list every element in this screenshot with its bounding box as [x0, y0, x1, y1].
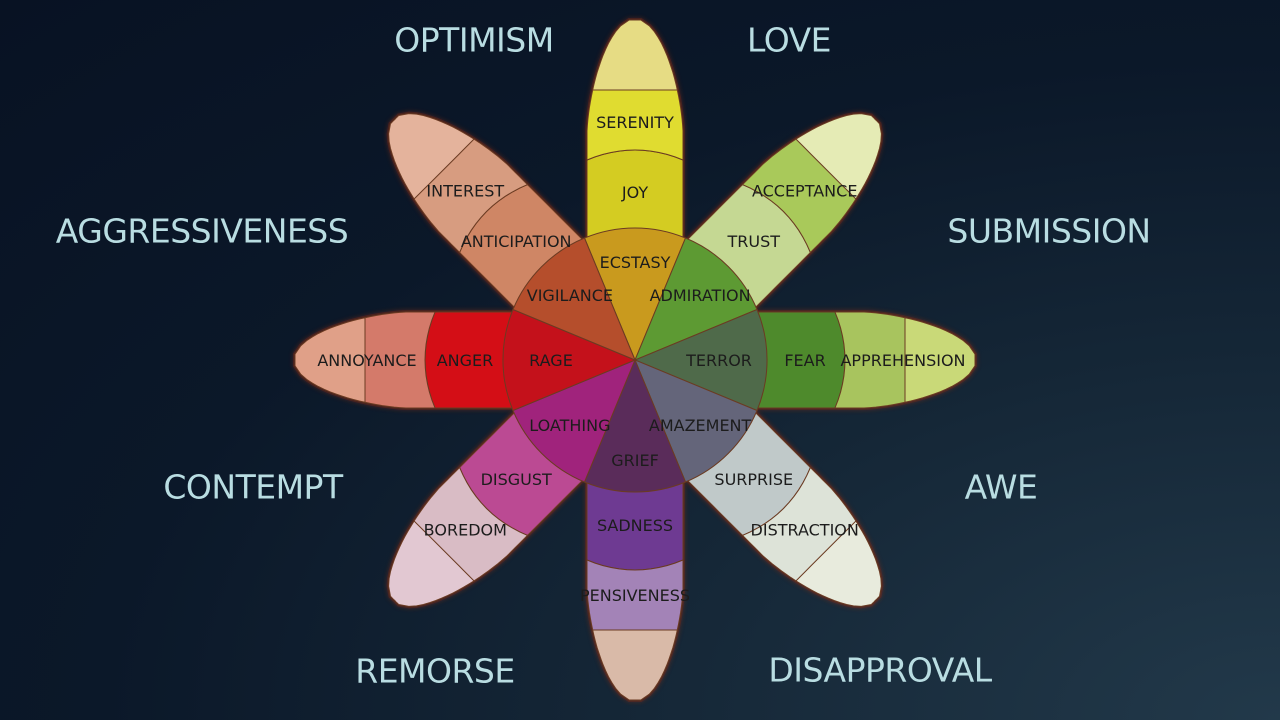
label-intense-surprise: AMAZEMENT: [649, 416, 752, 435]
label-mild-anger: ANNOYANCE: [317, 351, 416, 370]
petal-anticipation: [386, 111, 602, 327]
label-basic-disgust: DISGUST: [481, 470, 552, 489]
label-intense-joy: ECSTASY: [600, 253, 671, 272]
core-wedge-anger[interactable]: [502, 308, 637, 412]
dyad-submission: SUBMISSION: [947, 211, 1151, 251]
petal-fear: [733, 310, 977, 410]
label-mild-trust: ACCEPTANCE: [752, 181, 858, 200]
dyad-awe: AWE: [964, 467, 1038, 507]
label-basic-joy: JOY: [621, 183, 648, 202]
label-intense-trust: ADMIRATION: [650, 286, 751, 305]
dyad-optimism: OPTIMISM: [394, 20, 554, 60]
label-intense-fear: TERROR: [685, 351, 752, 370]
label-basic-sadness: SADNESS: [597, 516, 673, 535]
label-intense-sadness: GRIEF: [611, 451, 659, 470]
petal-tip-fear: [904, 317, 976, 403]
dyad-remorse: REMORSE: [355, 651, 515, 691]
petal-tip-surprise: [795, 520, 882, 607]
dyad-disapproval: DISAPPROVAL: [768, 650, 992, 690]
core-wedge-disgust[interactable]: [512, 359, 636, 483]
label-intense-anger: RAGE: [529, 351, 573, 370]
core-wedge-surprise[interactable]: [634, 359, 758, 483]
dyad-aggressiveness: AGGRESSIVENESS: [55, 211, 349, 251]
label-mild-surprise: DISTRACTION: [751, 521, 859, 540]
petal-trust: [668, 111, 884, 327]
petal-tip-trust: [795, 113, 882, 200]
label-intense-anticipation: VIGILANCE: [527, 286, 613, 305]
labels-layer: ECSTASY JOY SERENITY ADMIRATION TRUST ACCEPTA…: [317, 113, 965, 605]
label-basic-fear: FEAR: [784, 351, 825, 370]
petal-surprise: [668, 393, 884, 609]
core-wedge-fear[interactable]: [633, 308, 768, 412]
petal-tip-anger: [294, 317, 366, 403]
petals-layer: [293, 18, 977, 702]
core-wedge-joy[interactable]: [583, 227, 687, 362]
petal-sadness: [585, 458, 685, 702]
dyad-contempt: CONTEMPT: [163, 467, 343, 507]
label-mild-joy: SERENITY: [596, 113, 674, 132]
label-basic-anger: ANGER: [437, 351, 494, 370]
core-wedge-sadness[interactable]: [583, 358, 687, 493]
petal-tip-disgust: [388, 520, 475, 607]
petal-tip-anticipation: [388, 113, 475, 200]
label-intense-disgust: LOATHING: [529, 416, 610, 435]
label-mild-anticipation: INTEREST: [426, 181, 504, 200]
petal-joy: [585, 18, 685, 262]
core-wedge-trust[interactable]: [634, 237, 758, 361]
label-basic-anticipation: ANTICIPATION: [461, 232, 572, 251]
label-basic-trust: TRUST: [727, 232, 781, 251]
petal-tip-sadness: [592, 629, 678, 701]
label-mild-sadness: PENSIVENESS: [580, 586, 690, 605]
core-wedge-anticipation[interactable]: [512, 237, 636, 361]
core-layer: [502, 227, 768, 493]
petal-tip-joy: [592, 19, 678, 91]
dyad-love: LOVE: [746, 20, 832, 60]
label-mild-disgust: BOREDOM: [424, 521, 507, 540]
petal-anger: [293, 310, 537, 410]
label-basic-surprise: SURPRISE: [714, 470, 793, 489]
label-mild-fear: APPREHENSION: [840, 351, 965, 370]
petal-disgust: [386, 393, 602, 609]
